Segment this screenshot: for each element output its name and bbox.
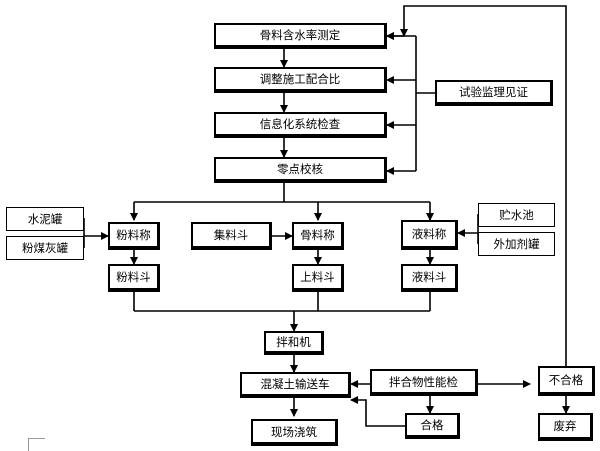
node-discard: 废弃 <box>538 413 593 441</box>
node-adjust-mix: 调整施工配合比 <box>214 67 387 93</box>
return-line <box>400 5 567 366</box>
node-aggregate-hopper: 集料斗 <box>191 222 272 250</box>
node-supervision: 试验监理见证 <box>435 80 553 106</box>
node-mixer: 拌和机 <box>264 331 324 355</box>
node-upper-hopper: 上料斗 <box>292 264 344 292</box>
node-pass: 合格 <box>405 413 460 439</box>
node-info-check: 信息化系统检查 <box>214 112 387 138</box>
node-pour: 现场浇筑 <box>251 419 338 446</box>
node-cement-tank: 水泥罐 <box>6 207 84 231</box>
page-corner-mark <box>28 438 45 451</box>
arrow-pass-truck <box>350 396 405 427</box>
node-powder-hopper: 粉料斗 <box>108 264 160 292</box>
node-powder-scale: 粉料称 <box>108 222 160 250</box>
node-fail: 不合格 <box>538 366 595 396</box>
node-liquid-scale: 液料称 <box>401 220 458 250</box>
node-zero-check: 零点校核 <box>214 157 387 183</box>
node-performance-test: 拌合物性能检 <box>370 369 478 396</box>
node-liquid-hopper: 液料斗 <box>401 264 458 292</box>
node-moisture-test: 骨料含水率测定 <box>214 23 387 49</box>
node-admixture-tank: 外加剂罐 <box>478 232 555 256</box>
node-aggregate-scale: 骨料称 <box>292 222 344 250</box>
node-flyash-tank: 粉煤灰罐 <box>6 236 84 260</box>
node-concrete-truck: 混凝土输送车 <box>240 372 351 398</box>
node-water-pool: 贮水池 <box>478 203 555 227</box>
